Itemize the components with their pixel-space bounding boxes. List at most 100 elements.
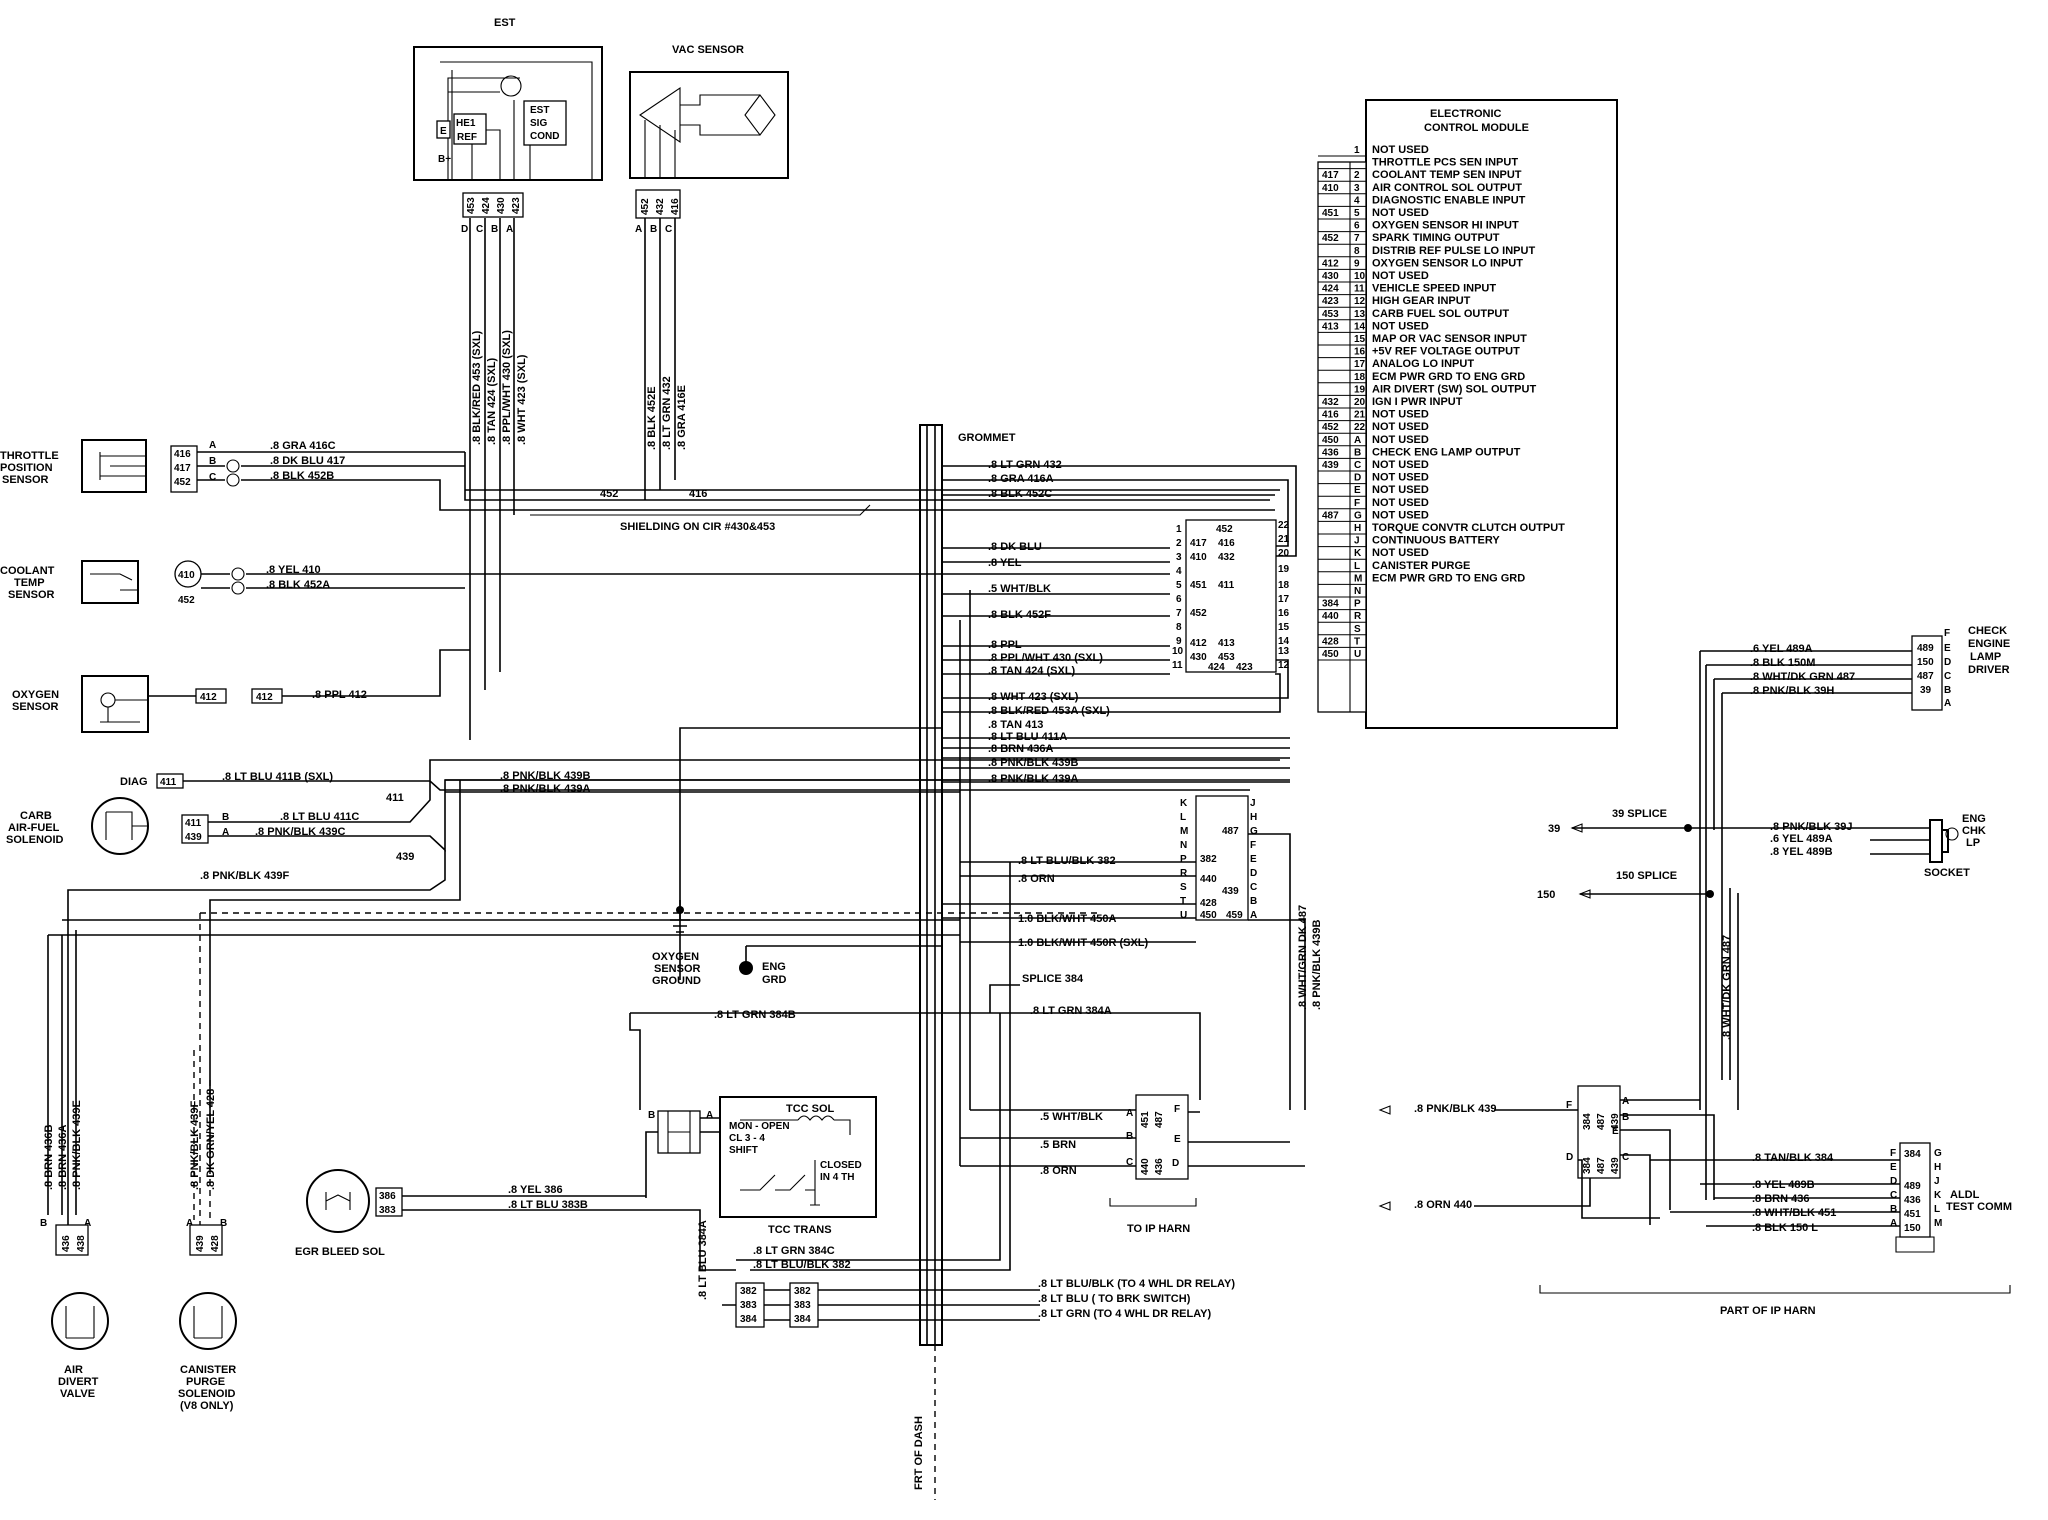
sc2-384: 384: [794, 1314, 811, 1325]
tps-label-3: SENSOR: [2, 474, 49, 486]
wire-yel-386: .8 YEL 386: [508, 1184, 563, 1196]
wire-lt-blu-blk-382-tcc: .8 LT BLU/BLK 382: [753, 1259, 851, 1271]
wire-wht-blk-ip: .5 WHT/BLK: [1040, 1111, 1103, 1123]
ecm-pin-number: N: [1354, 586, 1361, 597]
adv-label-3: VALVE: [60, 1388, 95, 1400]
sc2-383: 383: [794, 1300, 811, 1311]
wire-orn-ip: .8 ORN: [1040, 1165, 1077, 1177]
vac-letter-b: B: [650, 224, 657, 235]
ec-p-417: 417: [1190, 538, 1207, 549]
wire-pnk-blk-39h: .8 PNK/BLK 39H: [1750, 685, 1834, 697]
ecm-pin-number: C: [1354, 460, 1361, 471]
ec-p-432: 432: [1218, 552, 1235, 563]
wire-dk-grn-yel-428: .8 DK GRN/YEL 428: [205, 1089, 217, 1190]
wire-blk-150l: .8 BLK 150 L: [1752, 1222, 1818, 1234]
wire-lt-blu-411b: .8 LT BLU 411B (SXL): [222, 771, 333, 783]
ipc-d: D: [1172, 1158, 1179, 1169]
vac-sensor-title: VAC SENSOR: [672, 44, 744, 56]
tcc-switch-3: SHIFT: [729, 1145, 758, 1156]
el-p-450: 450: [1200, 910, 1217, 921]
cp-letter-a: A: [186, 1218, 193, 1229]
o2-ground-3: GROUND: [652, 975, 701, 987]
wire-tan-424-r: .8 TAN 424 (SXL): [988, 665, 1076, 677]
ipc-a: A: [1126, 1108, 1133, 1119]
cp-pin-439: 439: [195, 1235, 206, 1252]
ecm-pin-number: T: [1354, 636, 1360, 647]
bus-452-416: 452 416 SHIELDING ON CIR #430&453: [464, 452, 1280, 533]
aldl-pin-489: 489: [1904, 1181, 1921, 1192]
throttle-position-sensor: THROTTLE POSITION SENSOR 416 417 452 A B…: [0, 439, 1275, 511]
eng-chk-lp-3: LP: [1966, 837, 1980, 849]
carb-pin-411: 411: [185, 818, 202, 829]
splice-39-to: 39: [1548, 823, 1560, 835]
cts-label-1: COOLANT: [0, 565, 55, 577]
el-p-487: 487: [1222, 826, 1239, 837]
est-title: EST: [494, 17, 516, 29]
ecm-pin-number: A: [1354, 435, 1361, 446]
ecm-pin-number: 11: [1354, 284, 1365, 295]
ipc-487: 487: [1154, 1111, 1165, 1128]
ecm-circuit: 424: [1322, 284, 1339, 295]
aldl-r-m: M: [1934, 1218, 1942, 1229]
ec-r-21: 21: [1278, 534, 1290, 545]
splice-150-label: 150 SPLICE: [1616, 870, 1677, 882]
carb-letter-b: B: [222, 812, 229, 823]
ced-label-1: CHECK: [1968, 625, 2007, 637]
el-r-j: J: [1250, 798, 1256, 809]
sc1-382: 382: [740, 1286, 757, 1297]
tcc-conn-b: B: [648, 1110, 655, 1121]
ecm-pin-number: 8: [1354, 246, 1360, 257]
ecm-pin-number: 6: [1354, 221, 1360, 232]
ecm-pin-label: COOLANT TEMP SEN INPUT: [1372, 169, 1522, 181]
ecm-circuit: 413: [1322, 321, 1339, 332]
wire-ppl: .8 PPL: [988, 639, 1022, 651]
ec-p-412: 412: [1190, 638, 1207, 649]
ecm-pin-number: 10: [1354, 271, 1366, 282]
ecm-pin-label: VEHICLE SPEED INPUT: [1372, 283, 1496, 295]
ec-r-17: 17: [1278, 594, 1290, 605]
aldl-pin-436: 436: [1904, 1195, 1921, 1206]
ec-l-11: 11: [1172, 660, 1183, 671]
ec-l-3: 3: [1176, 552, 1182, 563]
ecm-pin-label: DIAGNOSTIC ENABLE INPUT: [1372, 194, 1526, 206]
ecm-pin-number: 9: [1354, 258, 1360, 269]
ecm-pin-label: NOT USED: [1372, 207, 1429, 219]
relay-connectors: 382 383 384 382 383 384 .8 LT GRN 384C .…: [697, 862, 1235, 1328]
wire-tan-blk-384: .8 TAN/BLK 384: [1752, 1152, 1834, 1164]
el-l-r: R: [1180, 868, 1188, 879]
el-l-n: N: [1180, 840, 1187, 851]
el-r-e: E: [1250, 854, 1257, 865]
wire-wht-blk-451: .8 WHT/BLK 451: [1752, 1207, 1836, 1219]
ipc-e: E: [1174, 1134, 1181, 1145]
aldl-r-j: J: [1934, 1176, 1940, 1187]
ced-e: E: [1944, 643, 1951, 654]
wire-wht-423-r: .8 WHT 423 (SXL): [988, 691, 1079, 703]
ecm-pin-label: SPARK TIMING OUTPUT: [1372, 232, 1500, 244]
ecm-pin-number: B: [1354, 447, 1361, 458]
vac-sensor: VAC SENSOR 452 432 416 A B C: [629, 44, 789, 235]
aldl-l-f: F: [1890, 1148, 1896, 1159]
adv-pin-436: 436: [61, 1235, 72, 1252]
ec-p-452a: 452: [1216, 524, 1233, 535]
o2-ground-2: SENSOR: [654, 963, 701, 975]
el-r-b: B: [1250, 896, 1257, 907]
vac-pin-452: 452: [640, 198, 651, 215]
wire-relay-3: .8 LT GRN (TO 4 WHL DR RELAY): [1038, 1308, 1211, 1320]
right-of-grommet-wires: .8 LT GRN 432 .8 GRA 416A .8 BLK 452C .8…: [679, 459, 1297, 980]
wire-tan-413: .8 TAN 413: [988, 719, 1043, 731]
ipc-436: 436: [1154, 1158, 1165, 1175]
wire-brn-436a-r: .8 BRN 436A: [988, 743, 1053, 755]
canister-purge: .8 PNK/BLK 439F .8 DK GRN/YEL 428 A B 43…: [178, 1050, 237, 1412]
ec-r-20: 20: [1278, 548, 1290, 559]
rp-b: B: [1622, 1112, 1629, 1123]
ecm-pin-label: AIR CONTROL SOL OUTPUT: [1372, 182, 1522, 194]
carb-label-2: AIR-FUEL: [8, 822, 60, 834]
ecm-circuit: 423: [1322, 296, 1339, 307]
el-l-l: L: [1180, 812, 1186, 823]
el-l-m: M: [1180, 826, 1188, 837]
splice-150-to: 150: [1537, 889, 1555, 901]
ecm-pin-number: 20: [1354, 397, 1366, 408]
ecm-circuit: 430: [1322, 271, 1339, 282]
diag-carb: DIAG 411 .8 LT BLU 411B (SXL) 411 439 CA…: [6, 759, 1290, 1245]
